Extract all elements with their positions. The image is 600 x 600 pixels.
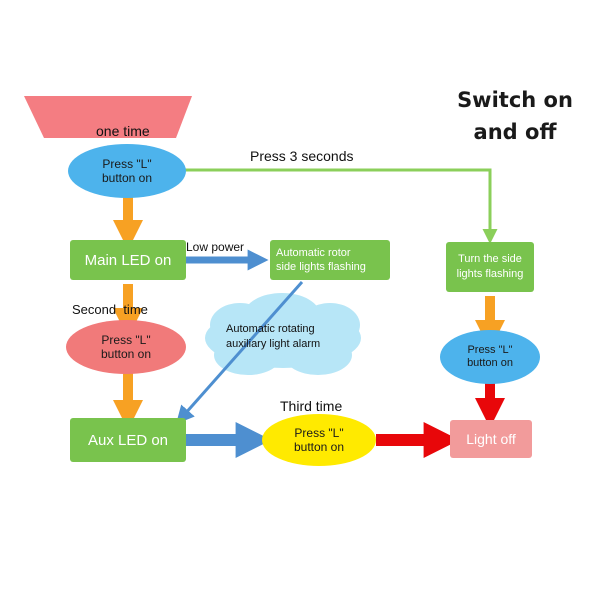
label-one-time: one time: [96, 123, 150, 139]
page-title: Switch on and off: [440, 84, 590, 148]
arrow-rotor-to-aux: [176, 281, 304, 424]
title-line-1: Switch on: [457, 88, 573, 112]
node-press-l-second-text: Press "L" button on: [100, 333, 152, 361]
arrow-press-3-seconds: [185, 168, 498, 244]
label-third-time: Third time: [280, 398, 343, 414]
label-auto-rotating-alarm: Automatic rotating auxiliary light alarm: [226, 323, 321, 350]
node-automatic-rotor-text: Automatic rotor side lights flashing: [276, 247, 366, 273]
node-turn-side-lights-text: Turn the side lights flashing: [456, 253, 524, 280]
node-main-led-on-text: Main LED on: [84, 251, 172, 269]
node-automatic-rotor: Automatic rotor side lights flashing: [270, 240, 390, 280]
node-aux-led-on-text: Aux LED on: [87, 431, 169, 449]
label-press-3-seconds: Press 3 seconds: [250, 148, 354, 164]
label-second-time: Second time: [72, 302, 148, 317]
label-low-power: Low power: [186, 240, 245, 254]
node-press-l-second: Press "L" button on: [66, 320, 186, 374]
cloud-shape: [205, 293, 361, 375]
title-line-2: and off: [473, 120, 557, 144]
banner-shape: [24, 96, 192, 138]
node-press-l-fourth-text: Press "L" button on: [467, 344, 513, 369]
node-press-l-third: Press "L" button on: [262, 414, 376, 466]
node-press-l-first-text: Press "L" button on: [101, 157, 153, 185]
node-turn-side-lights: Turn the side lights flashing: [446, 242, 534, 292]
node-aux-led-on: Aux LED on: [70, 418, 186, 462]
node-press-l-fourth: Press "L" button on: [440, 330, 540, 384]
node-press-l-third-text: Press "L" button on: [293, 426, 345, 454]
node-press-l-first: Press "L" button on: [68, 144, 186, 198]
node-light-off: Light off: [450, 420, 532, 458]
node-light-off-text: Light off: [466, 431, 516, 447]
node-main-led-on: Main LED on: [70, 240, 186, 280]
